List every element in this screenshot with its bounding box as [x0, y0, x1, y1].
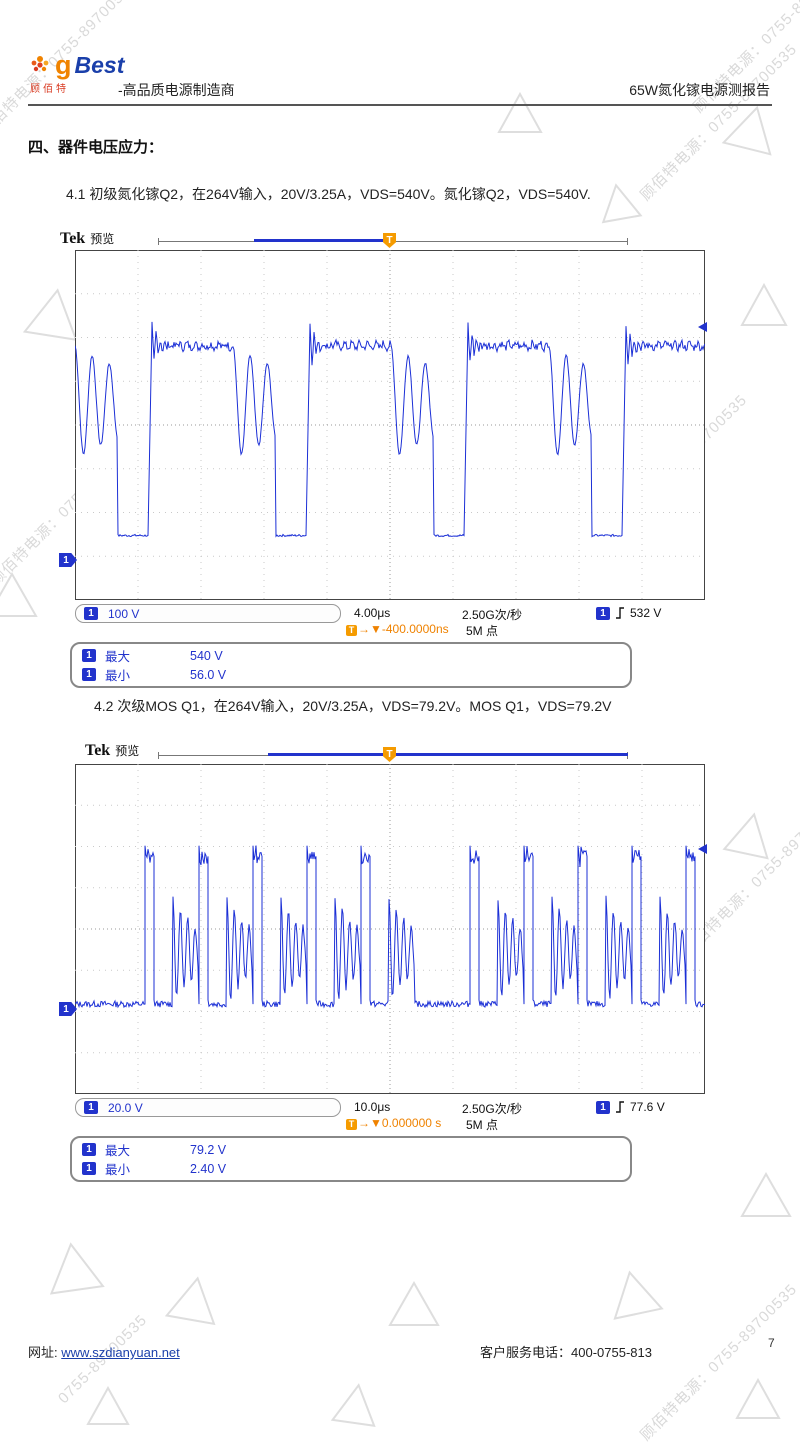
- scope-graticule: 1: [59, 764, 707, 1094]
- measurement-label: 最大: [105, 1144, 131, 1158]
- record-length-readout: 5M 点: [466, 624, 499, 638]
- trigger-arrow-icon: →▼: [358, 1116, 382, 1130]
- sample-rate-readout: 2.50G次/秒: [462, 608, 523, 622]
- trigger-readout: 1 77.6 V: [596, 1100, 665, 1114]
- channel-ground-marker: 1: [59, 553, 77, 567]
- paragraph-4-2: 4.2 次级MOS Q1，在264V输入，20V/3.25A，VDS=79.2V…: [94, 698, 612, 714]
- scope-brand-label: Tek: [85, 742, 111, 759]
- watermark-triangle: [0, 572, 38, 617]
- watermark-triangle: [740, 1172, 792, 1217]
- acquisition-window: [254, 239, 390, 242]
- trigger-position-marker: T: [383, 747, 396, 762]
- watermark-triangle: [49, 1242, 105, 1295]
- watermark-triangle: [613, 1270, 664, 1320]
- measurement-value: 56.0 V: [190, 667, 227, 682]
- trigger-position-value: -400.0000ns: [381, 622, 449, 636]
- trigger-level-value: 532 V: [630, 606, 662, 620]
- watermark-triangle: [721, 105, 772, 156]
- watermark-triangle: [388, 1281, 440, 1326]
- logo-caption: 顾佰特: [30, 84, 69, 95]
- trigger-level-value: 77.6 V: [630, 1100, 665, 1114]
- measurement-value: 540 V: [190, 648, 223, 663]
- trigger-arrow-icon: →▼: [358, 622, 382, 636]
- measurement-value: 2.40 V: [190, 1161, 227, 1176]
- watermark-triangle: [735, 1378, 781, 1419]
- trigger-t-icon: T: [346, 1118, 357, 1130]
- scope-brand-label: Tek: [60, 230, 86, 247]
- channel-badge: 1: [82, 668, 96, 681]
- vertical-scale-value: 100 V: [108, 606, 140, 621]
- trigger-position-readout: T→▼0.000000 s: [346, 1116, 441, 1130]
- oscilloscope-screenshot-1: Tek 预览 T 1 1 100 V 4.00μs 2.50G次/秒 1 532 …: [58, 228, 718, 690]
- scope-brand: Tek 预览: [60, 230, 114, 248]
- scope-waveform-svg: [75, 764, 705, 1094]
- website-link[interactable]: www.szdianyuan.net: [61, 1345, 180, 1360]
- measurement-row: 1 最小 2.40 V: [82, 1160, 620, 1177]
- trigger-slope-icon: [616, 1101, 624, 1113]
- watermark-triangle: [722, 812, 769, 860]
- trigger-t-icon: T: [346, 624, 357, 636]
- paragraph-4-1: 4.1 初级氮化镓Q2，在264V输入，20V/3.25A，VDS=540V。氮…: [66, 186, 591, 202]
- page-number: 7: [768, 1336, 775, 1350]
- report-title: 65W氮化镓电源测报告: [629, 82, 770, 98]
- footer-service-phone: 客户服务电话：400-0755-813: [480, 1345, 652, 1360]
- logo-icon: [31, 56, 49, 72]
- scope-mode-label: 预览: [90, 232, 115, 246]
- measurement-row: 1 最小 56.0 V: [82, 666, 620, 683]
- timebase-readout: 10.0μs: [354, 1100, 391, 1114]
- footer-website: 网址: www.szdianyuan.net: [28, 1342, 180, 1361]
- measurement-row: 1 最大 79.2 V: [82, 1141, 620, 1158]
- header-divider: [28, 104, 772, 106]
- trigger-position-value: 0.000000 s: [381, 1116, 442, 1130]
- trigger-slope-icon: [616, 607, 624, 619]
- trigger-level-marker: [698, 844, 707, 854]
- trigger-channel-badge: 1: [596, 606, 610, 620]
- channel-badge: 1: [84, 1101, 98, 1114]
- measurement-label: 最小: [105, 1163, 131, 1177]
- logo-text-g: g: [55, 50, 72, 80]
- measurement-label: 最小: [105, 669, 131, 683]
- measurement-row: 1 最大 540 V: [82, 647, 620, 664]
- vertical-scale-value: 20.0 V: [108, 1100, 143, 1115]
- measurement-value: 79.2 V: [190, 1142, 227, 1157]
- trigger-position-readout: T→▼-400.0000ns: [346, 622, 449, 636]
- sample-rate-readout: 2.50G次/秒: [462, 1102, 523, 1116]
- vertical-scale-readout: 1 20.0 V: [75, 1098, 341, 1117]
- watermark-triangle: [164, 1276, 216, 1326]
- record-length-readout: 5M 点: [466, 1118, 499, 1132]
- section-title: 四、器件电压应力：: [28, 139, 164, 156]
- watermark-triangle: [22, 288, 78, 342]
- trigger-readout: 1 532 V: [596, 606, 661, 620]
- oscilloscope-screenshot-2: Tek 预览 T 1 1 20.0 V 10.0μs 2.50G次/秒 1 77.…: [58, 742, 718, 1184]
- channel-badge: 1: [82, 1162, 96, 1175]
- scope-brand: Tek 预览: [85, 742, 139, 760]
- scope-graticule: 1: [59, 250, 707, 600]
- channel-ground-marker: 1: [59, 1002, 77, 1016]
- vertical-scale-readout: 1 100 V: [75, 604, 341, 623]
- channel-badge: 1: [84, 607, 98, 620]
- channel-badge: 1: [82, 1143, 96, 1156]
- measurements-box: 1 最大 540 V 1 最小 56.0 V: [70, 642, 632, 688]
- website-label: 网址:: [28, 1345, 58, 1360]
- trigger-position-marker: T: [383, 233, 396, 248]
- scope-waveform-svg: [75, 250, 705, 600]
- watermark-triangle: [601, 183, 643, 224]
- trigger-channel-badge: 1: [596, 1100, 610, 1114]
- company-tagline: -高品质电源制造商: [118, 82, 235, 98]
- measurement-label: 最大: [105, 650, 131, 664]
- scope-mode-label: 预览: [115, 744, 140, 758]
- measurements-box: 1 最大 79.2 V 1 最小 2.40 V: [70, 1136, 632, 1182]
- watermark-triangle: [740, 283, 788, 326]
- timebase-readout: 4.00μs: [354, 606, 391, 620]
- channel-badge: 1: [82, 649, 96, 662]
- logo-text-best: Best: [74, 52, 125, 78]
- trigger-level-marker: [698, 322, 707, 332]
- watermark-triangle: [497, 92, 543, 133]
- acquisition-window: [268, 753, 628, 756]
